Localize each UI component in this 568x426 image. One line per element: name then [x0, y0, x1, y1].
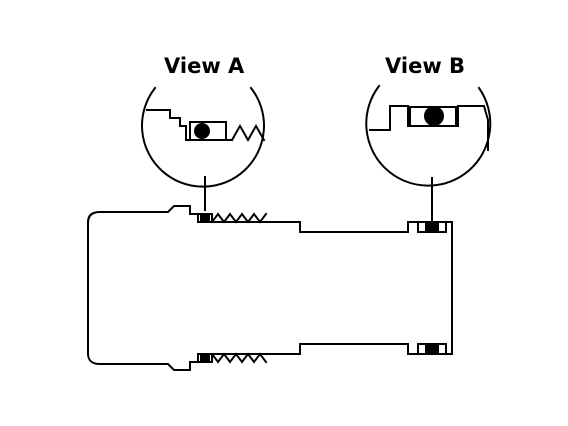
view-a-circle	[141, 86, 265, 188]
fitting-lower-outline	[86, 343, 453, 371]
view-b-oring	[424, 106, 444, 126]
upper-oring	[200, 214, 210, 222]
view-b-label: View B	[385, 54, 465, 78]
view-a-oring	[194, 123, 210, 139]
view-a-label: View A	[164, 54, 245, 78]
upper-groove-seal	[417, 221, 447, 233]
view-a-seal-gland	[189, 121, 227, 141]
lower-thread-seal	[197, 352, 268, 364]
view-a-thread	[230, 123, 266, 143]
lower-groove-seal	[417, 343, 447, 355]
upper-groove-oring	[425, 222, 439, 232]
fitting-body	[86, 205, 453, 371]
lower-thread	[210, 352, 268, 364]
view-b-circle	[365, 84, 492, 187]
view-b-detail	[365, 84, 492, 221]
upper-thread-seal	[197, 212, 268, 224]
lower-oring	[200, 354, 210, 362]
lower-groove-oring	[425, 344, 439, 354]
view-a-shoulder-profile	[146, 109, 233, 141]
fitting-upper-outline	[86, 205, 453, 233]
upper-thread	[210, 212, 268, 224]
view-a-detail	[141, 86, 266, 211]
